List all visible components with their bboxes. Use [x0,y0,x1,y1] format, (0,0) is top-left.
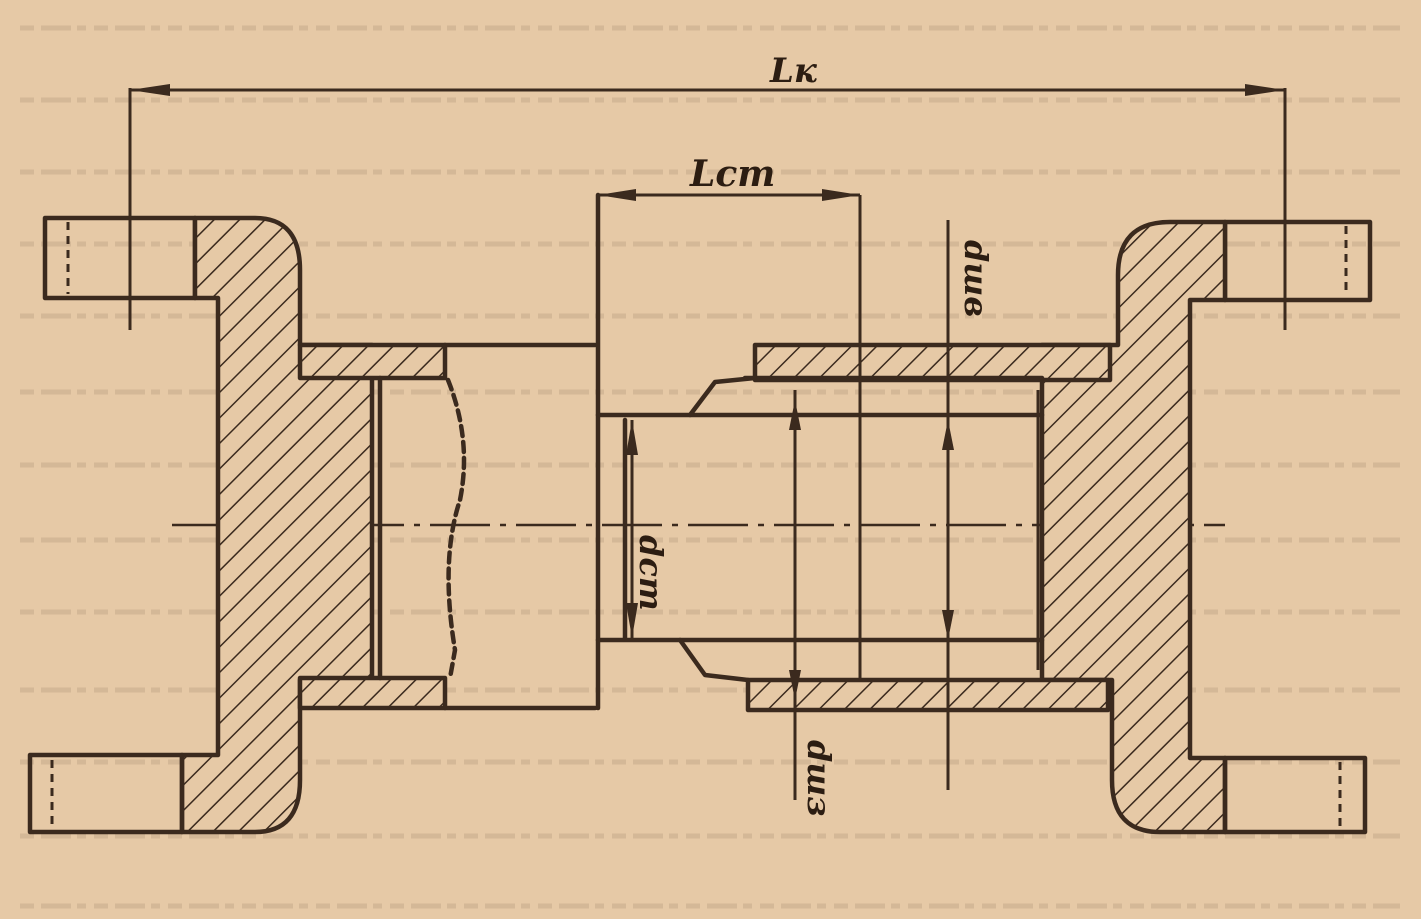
center-stub [595,192,1045,800]
dimension-outer-diameter [789,400,801,700]
label-stub-diameter: dст [632,535,670,611]
dimension-stub-diameter [626,420,638,638]
left-sleeve [297,342,598,711]
label-stub-length: Lст [689,153,775,195]
label-outer-diameter: dшз [800,740,838,817]
dimension-stub-length [598,189,860,201]
dimension-inner-diameter [942,420,954,640]
label-overall-length: Lк [769,51,818,91]
right-sleeve [742,342,1113,713]
label-inner-diameter: dшв [957,240,995,317]
dimension-overall-length [128,84,1287,330]
